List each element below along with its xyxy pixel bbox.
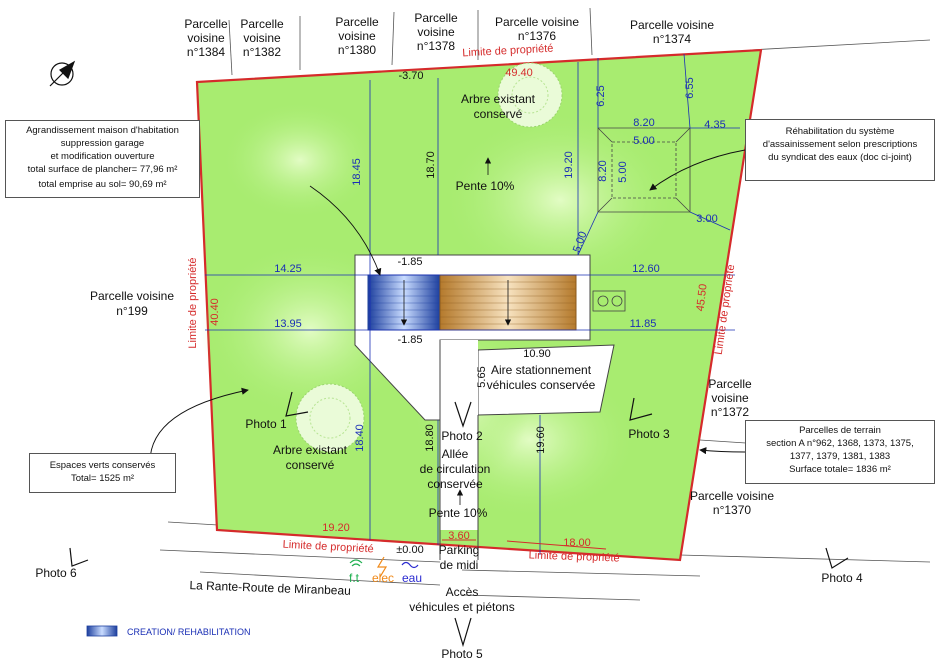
boundary-label-bottom-left: Limite de propriété — [282, 539, 374, 556]
dim-h1425: 14.25 — [274, 263, 302, 275]
photo-markers — [69, 391, 849, 648]
dim-v1880: 18.80 — [424, 424, 436, 452]
dim-d500b: 5.00 — [617, 161, 629, 182]
elec-label: elec — [372, 571, 394, 585]
boundary-label-left: Limite de propriété — [187, 257, 199, 348]
utility-icons — [349, 556, 419, 578]
green-spaces-box: Espaces verts conservés Total= 1525 m² — [29, 453, 176, 493]
parcels-info-box: Parcelles de terrain section A n°962, 13… — [745, 420, 935, 484]
dim-h1185: 11.85 — [630, 318, 657, 330]
extension-info-box: Agrandissement maison d'habitation suppr… — [5, 120, 200, 198]
photo-2-label: Photo 2 — [441, 429, 483, 443]
pente-bottom-label: Pente 10% — [429, 506, 488, 520]
dim-v1960: 19.60 — [535, 426, 547, 454]
dim-bottom-right: 18.00 — [563, 537, 591, 549]
eau-label: eau — [402, 571, 422, 585]
dim-bottom-left: 19.20 — [322, 522, 350, 534]
sanitation-info-box: Réhabilitation du système d'assainisseme… — [745, 119, 935, 181]
dim-d820a: 8.20 — [633, 117, 654, 129]
dim-bottom-drive: 3.60 — [448, 530, 469, 542]
legend-swatch — [86, 625, 118, 637]
dim-d435: 4.35 — [704, 119, 725, 131]
road-label: La Rante-Route de Miranbeau — [189, 578, 351, 598]
photo-3-label: Photo 3 — [628, 427, 670, 441]
dim-v565: 5.65 — [476, 366, 488, 387]
driveway — [440, 340, 478, 530]
dim-zero: ±0.00 — [396, 544, 423, 556]
dim-h1260: 12.60 — [632, 263, 660, 275]
photo-1-label: Photo 1 — [245, 417, 287, 431]
dim-m185b: -1.85 — [397, 334, 422, 346]
dim-h1395: 13.95 — [274, 318, 302, 330]
neighbor-lines — [159, 7, 931, 601]
dim-m185a: -1.85 — [397, 256, 422, 268]
tree-bottom — [295, 383, 365, 453]
dim-v1845: 18.45 — [351, 158, 363, 186]
dim-top-minus: -3.70 — [398, 70, 423, 82]
pente-top-label: Pente 10% — [456, 179, 515, 193]
dim-v1840: 18.40 — [354, 424, 366, 452]
dim-top-center: 49.40 — [505, 67, 533, 79]
dim-d625: 6.25 — [595, 85, 607, 106]
boundary-label-top: Limite de propriété — [462, 43, 554, 60]
dim-d820b: 8.20 — [597, 160, 609, 181]
photo-4-label: Photo 4 — [821, 571, 863, 585]
dim-d500a: 5.00 — [633, 135, 654, 147]
dim-h1090: 10.90 — [523, 348, 551, 360]
ft-label: f.t — [349, 571, 360, 585]
photo-6-label: Photo 6 — [35, 566, 77, 580]
legend-label: CREATION/ REHABILITATION — [127, 627, 251, 637]
dim-d300: 3.00 — [696, 213, 717, 225]
dim-v1870: 18.70 — [425, 151, 437, 179]
photo-5-label: Photo 5 — [441, 647, 483, 661]
north-arrow-icon — [49, 60, 76, 87]
dimension-lines — [205, 53, 740, 555]
tree-top — [497, 62, 563, 128]
boundary-label-bottom-right: Limite de propriété — [528, 549, 619, 564]
dim-d655: 6.55 — [684, 77, 696, 98]
dim-v1920: 19.20 — [563, 151, 575, 179]
dim-left: 40.40 — [209, 298, 221, 326]
dim-right: 45.50 — [694, 283, 709, 312]
